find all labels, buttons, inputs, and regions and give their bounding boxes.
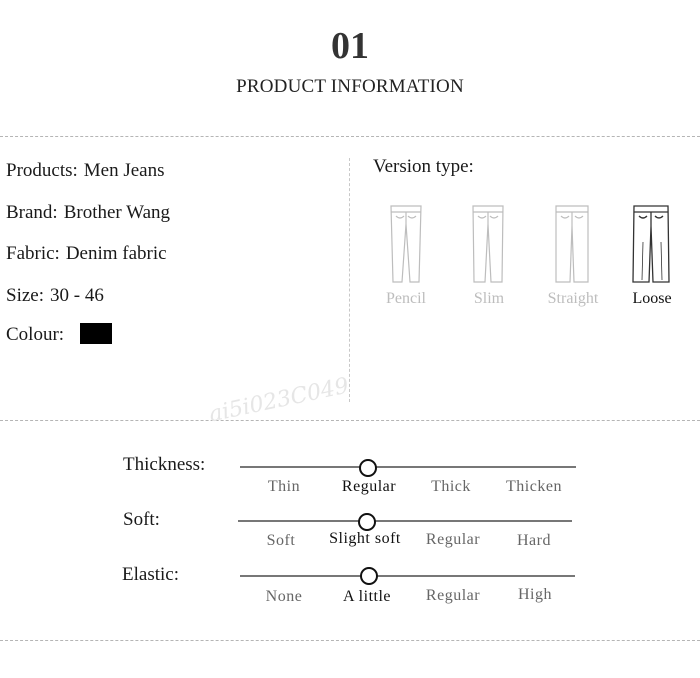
divider-bottom <box>0 640 700 641</box>
soft-option: Regular <box>425 531 481 548</box>
pencil-jeans-icon <box>386 202 426 286</box>
soft-option-selected: Slight soft <box>329 530 401 547</box>
spec-value: Brother Wang <box>63 202 171 223</box>
version-label-loose: Loose <box>632 290 672 307</box>
spec-value: Men Jeans <box>83 160 165 181</box>
loose-jeans-icon <box>631 202 671 286</box>
soft-option: Hard <box>517 532 551 549</box>
spec-products: Products:Men Jeans <box>6 160 165 182</box>
elastic-option: None <box>265 588 303 605</box>
section-number: 01 <box>331 25 369 67</box>
elastic-track <box>240 575 575 577</box>
colour-swatch <box>80 323 113 345</box>
elastic-option: High <box>518 586 552 603</box>
spec-label: Products: <box>6 160 78 181</box>
scale-label-thickness: Thickness: <box>123 454 206 475</box>
spec-colour: Colour: <box>6 323 113 346</box>
scale-label-soft: Soft: <box>123 509 160 530</box>
thickness-option-selected: Regular <box>341 478 397 495</box>
scale-label-elastic: Elastic: <box>122 564 179 585</box>
divider-middle <box>0 420 700 421</box>
spec-brand: Brand:Brother Wang <box>6 202 170 224</box>
spec-label: Colour: <box>6 324 65 345</box>
slim-jeans-icon <box>468 202 508 286</box>
divider-vertical <box>349 158 350 402</box>
version-label-pencil: Pencil <box>386 290 426 307</box>
elastic-option-selected: A little <box>343 588 391 605</box>
version-label-straight: Straight <box>547 290 599 307</box>
version-label-slim: Slim <box>473 290 505 307</box>
spec-fabric: Fabric:Denim fabric <box>6 243 167 265</box>
spec-label: Brand: <box>6 202 58 223</box>
soft-track <box>238 520 572 522</box>
soft-slider-knob <box>358 513 376 531</box>
soft-option: Soft <box>266 532 296 549</box>
elastic-slider-knob <box>360 567 378 585</box>
straight-jeans-icon <box>552 202 592 286</box>
elastic-option: Regular <box>425 587 481 604</box>
divider-top <box>0 136 700 137</box>
thickness-option: Thin <box>267 478 301 495</box>
spec-value: 30 - 46 <box>50 285 104 306</box>
thickness-slider-knob <box>359 459 377 477</box>
version-title: Version type: <box>373 156 474 177</box>
spec-label: Fabric: <box>6 243 60 264</box>
spec-value: Denim fabric <box>65 243 167 264</box>
thickness-option: Thicken <box>506 478 562 495</box>
spec-size: Size: 30 - 46 <box>6 285 104 307</box>
spec-label: Size: <box>6 285 44 306</box>
section-title: PRODUCT INFORMATION <box>236 76 464 97</box>
thickness-option: Thick <box>431 478 471 495</box>
thickness-track <box>240 466 576 468</box>
